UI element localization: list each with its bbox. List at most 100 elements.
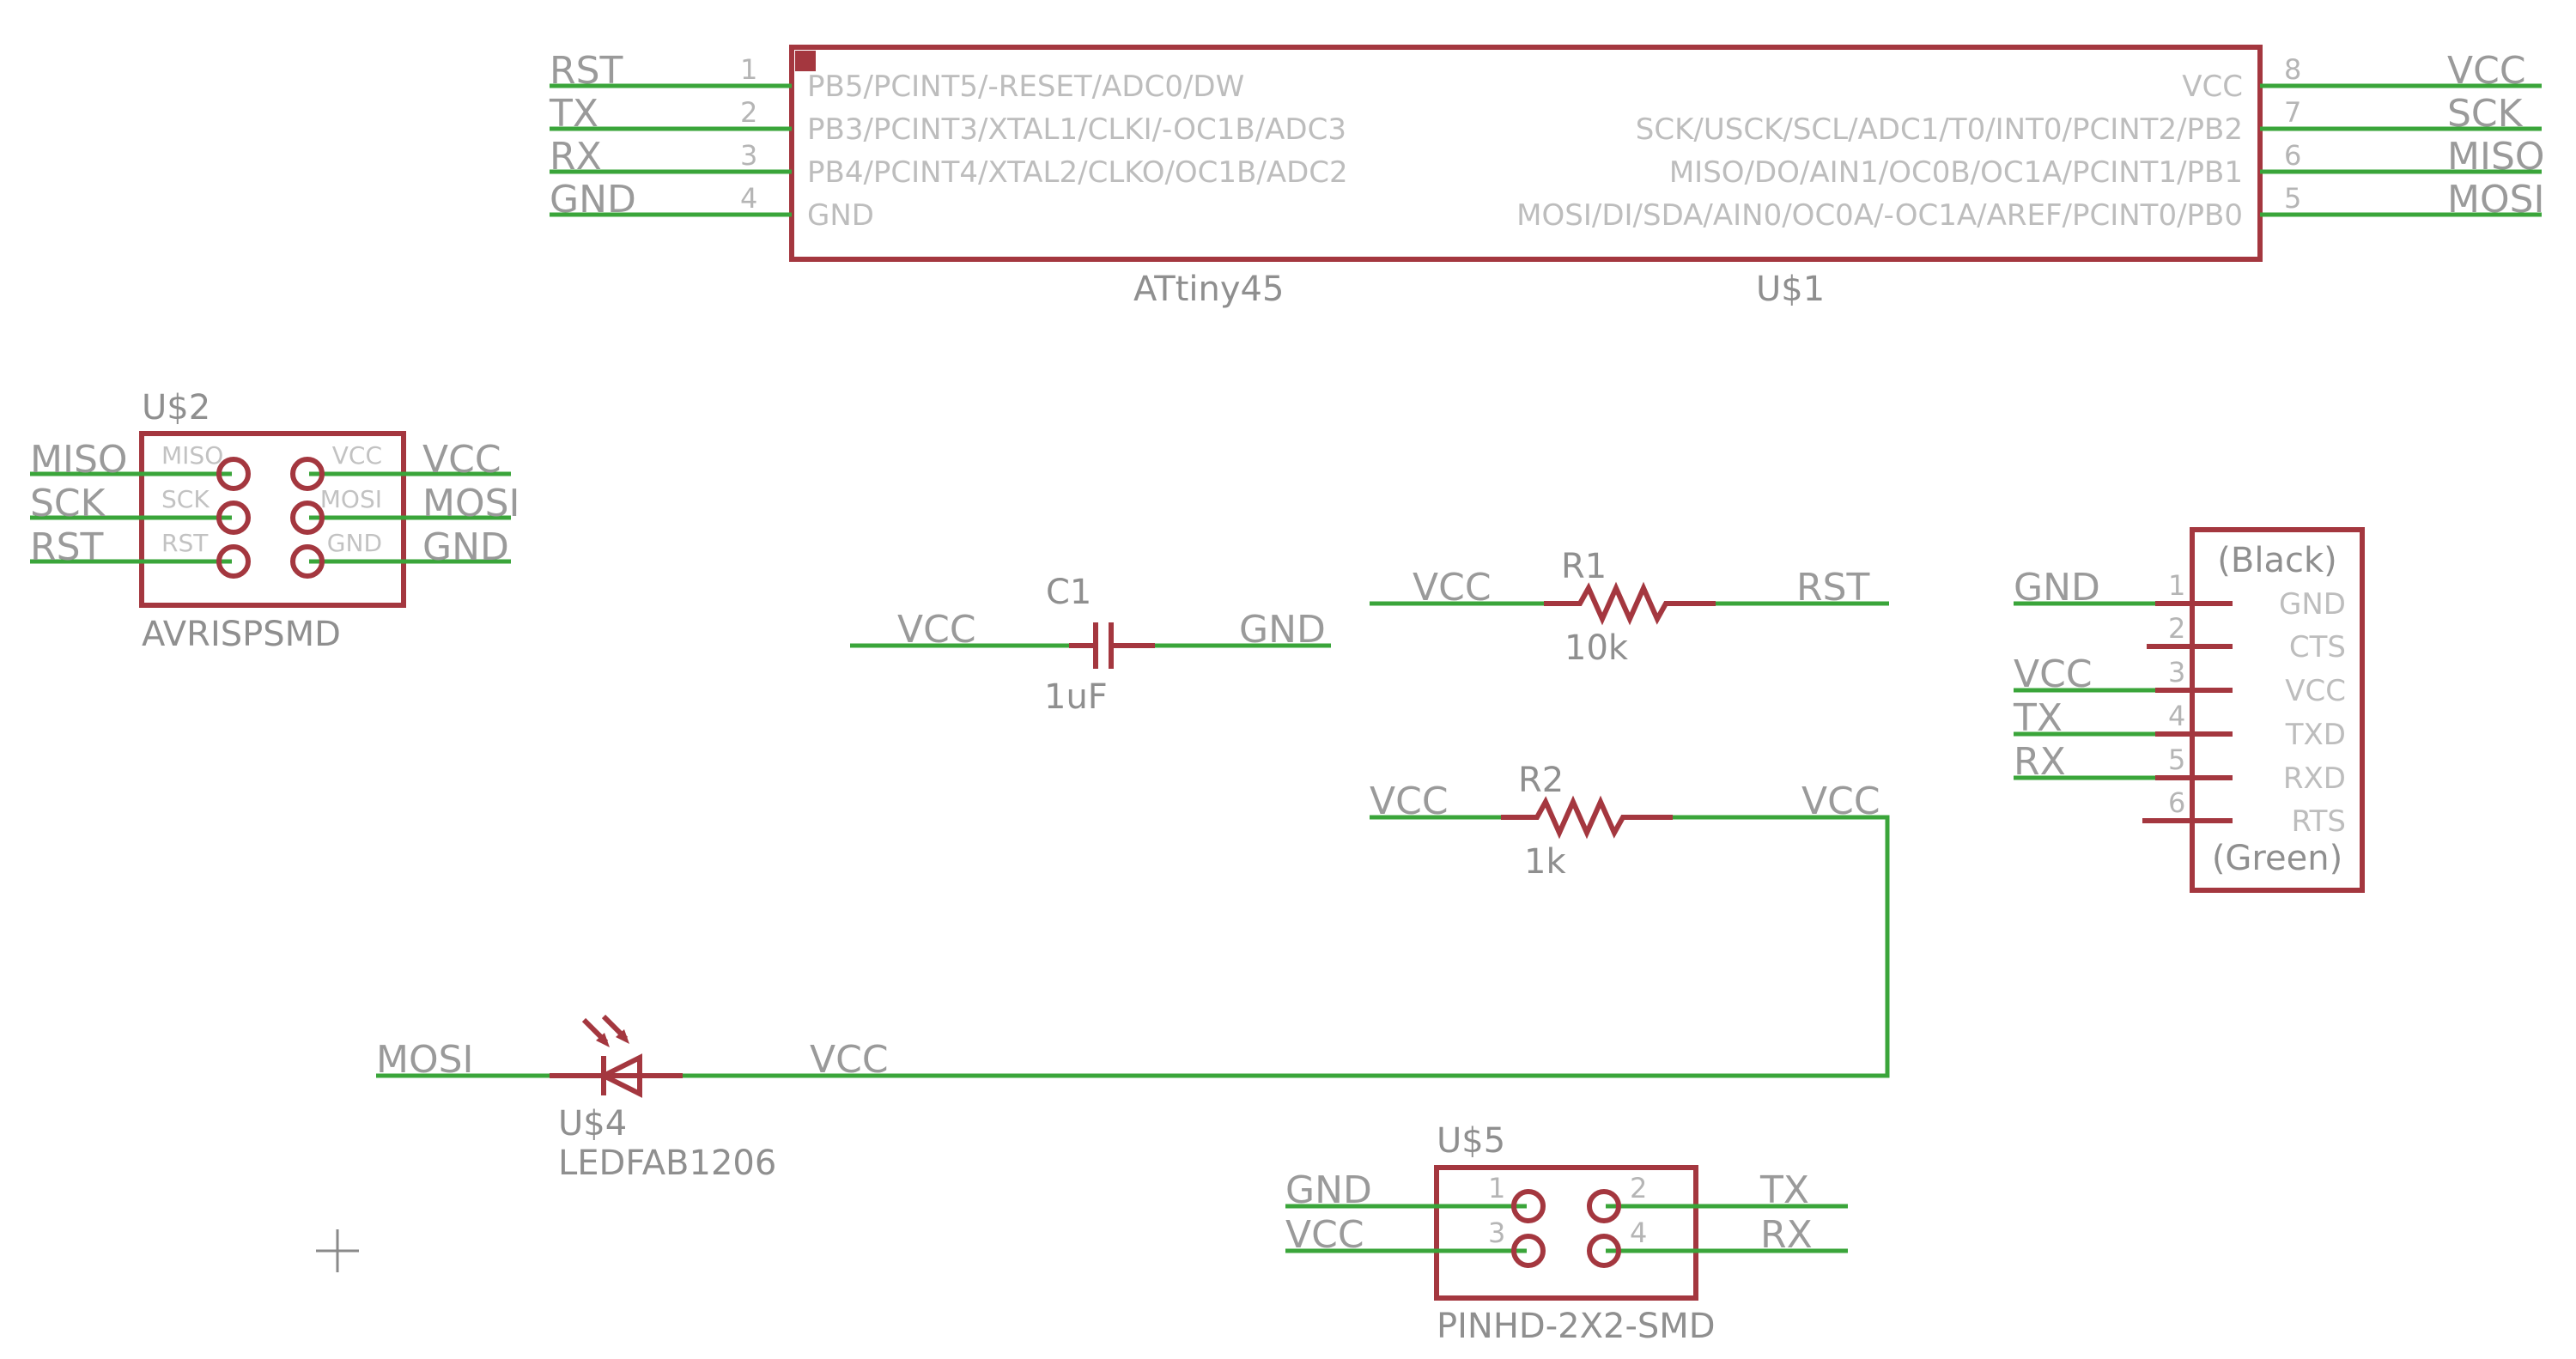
net-label: VCC bbox=[1413, 566, 1492, 610]
pin-number: 5 bbox=[2284, 182, 2301, 215]
pad bbox=[216, 501, 251, 535]
part-ref: R2 bbox=[1518, 761, 1564, 800]
pin-label: PB4/PCINT4/XTAL2/CLKO/OC1B/ADC2 bbox=[807, 155, 1348, 190]
r1-zigzag bbox=[1544, 581, 1716, 626]
net-label: MOSI bbox=[422, 482, 520, 525]
net-label: RX bbox=[550, 135, 602, 179]
pin-number: 4 bbox=[740, 182, 757, 215]
pin-label: TXD bbox=[2285, 718, 2346, 752]
pad bbox=[1587, 1234, 1621, 1268]
pin-label: RST bbox=[161, 529, 209, 557]
net-label: VCC bbox=[2447, 49, 2526, 93]
led-arrow-head bbox=[596, 1033, 610, 1047]
part-name: PINHD-2X2-SMD bbox=[1437, 1307, 1716, 1346]
net-label: MISO bbox=[2447, 135, 2545, 179]
net-label: VCC bbox=[1801, 780, 1880, 823]
pin-number: 1 bbox=[1488, 1172, 1505, 1204]
pin1-marker bbox=[795, 51, 816, 71]
u5-body bbox=[1434, 1165, 1698, 1301]
pin-label: MOSI/DI/SDA/AIN0/OC0A/-OC1A/AREF/PCINT0/… bbox=[1516, 198, 2243, 233]
attiny45-part[interactable]: RST TX RX GND 1 2 3 4 PB5/PCINT5/-RESET/… bbox=[549, 45, 2545, 309]
pad bbox=[290, 501, 325, 535]
net-label: MISO bbox=[30, 438, 128, 482]
net-label: RX bbox=[1760, 1213, 1813, 1257]
net-label: VCC bbox=[810, 1038, 889, 1082]
pin-label: PB5/PCINT5/-RESET/ADC0/DW bbox=[807, 70, 1244, 104]
pin-label: PB3/PCINT3/XTAL1/CLKI/-OC1B/ADC3 bbox=[807, 112, 1346, 147]
net-label: GND bbox=[1285, 1168, 1372, 1212]
part-ref: R1 bbox=[1561, 547, 1607, 586]
net-label: VCC bbox=[1285, 1213, 1364, 1257]
attiny45-body bbox=[789, 45, 2263, 262]
pin-number: 6 bbox=[2284, 139, 2301, 172]
pin-label: SCK bbox=[161, 485, 210, 513]
led-arrow-head bbox=[616, 1029, 629, 1044]
origin-crosshair-icon bbox=[316, 1229, 359, 1272]
pin-number: 3 bbox=[1488, 1216, 1505, 1249]
ftdi-top-label: (Black) bbox=[2217, 541, 2336, 580]
pin-label: GND bbox=[2279, 587, 2346, 622]
pin-number: 1 bbox=[2168, 569, 2185, 602]
part-ref: U$5 bbox=[1437, 1121, 1505, 1161]
resistor-r2[interactable]: VCC VCC R2 1k bbox=[683, 761, 1890, 1078]
net-label: MOSI bbox=[2447, 178, 2545, 221]
led-triangle bbox=[598, 1053, 642, 1098]
part-ref: C1 bbox=[1046, 573, 1091, 612]
pin-number: 6 bbox=[2168, 786, 2185, 819]
pin-number: 2 bbox=[1630, 1172, 1647, 1204]
capacitor-c1[interactable]: VCC GND C1 1uF bbox=[850, 573, 1331, 717]
pin-number: 5 bbox=[2168, 743, 2185, 776]
pad bbox=[1587, 1189, 1621, 1223]
pad bbox=[216, 544, 251, 579]
ftdi-body bbox=[2190, 527, 2365, 893]
part-name: AVRISPSMD bbox=[142, 615, 341, 654]
net-label: SCK bbox=[30, 482, 106, 525]
pad bbox=[216, 457, 251, 491]
part-value: 1k bbox=[1524, 842, 1566, 882]
net-label: GND bbox=[550, 178, 636, 221]
net-label: RST bbox=[550, 49, 623, 93]
pin-label: VCC bbox=[2182, 70, 2243, 104]
net-label: RX bbox=[2014, 740, 2066, 784]
net-label: VCC bbox=[422, 438, 501, 482]
pin-label: SCK/USCK/SCL/ADC1/T0/INT0/PCINT2/PB2 bbox=[1636, 112, 2243, 147]
pin-number: 3 bbox=[740, 139, 757, 172]
r2-vcc-route[interactable] bbox=[683, 815, 1890, 1078]
pin-number: 1 bbox=[740, 53, 757, 86]
pin-label: GND bbox=[327, 529, 382, 557]
part-ref: U$2 bbox=[142, 388, 210, 428]
net-label: GND bbox=[2014, 566, 2100, 610]
resistor-r1[interactable]: VCC RST R1 10k bbox=[1370, 547, 1889, 668]
net-label: VCC bbox=[897, 608, 976, 652]
net-label: TX bbox=[1759, 1168, 1809, 1212]
r2-zigzag bbox=[1501, 795, 1673, 840]
pad bbox=[290, 544, 325, 579]
pin-label: RXD bbox=[2283, 761, 2346, 796]
pin-number: 4 bbox=[1630, 1216, 1647, 1249]
net-label: MOSI bbox=[376, 1038, 474, 1082]
part-ref: U$4 bbox=[558, 1104, 627, 1144]
ftdi-bottom-label: (Green) bbox=[2212, 839, 2342, 878]
net-label: RST bbox=[1796, 566, 1870, 610]
net-label: TX bbox=[549, 92, 598, 136]
pin-number: 8 bbox=[2284, 53, 2301, 86]
pin-number: 7 bbox=[2284, 96, 2301, 129]
net-label: VCC bbox=[2014, 652, 2093, 696]
pin-label: MOSI bbox=[320, 485, 382, 513]
ftdi-connector[interactable]: (Black) (Green) GND VCC TX RX 1 2 3 4 5 … bbox=[2013, 527, 2365, 893]
pad bbox=[290, 457, 325, 491]
net-label: RST bbox=[30, 525, 104, 569]
pin-label: GND bbox=[807, 198, 874, 233]
avrisp-header[interactable]: U$2 MISO SCK RST VCC MOSI GND MISO SCK R… bbox=[30, 388, 520, 654]
pin-label: VCC bbox=[2285, 674, 2346, 708]
pin-label: MISO bbox=[161, 441, 223, 470]
pad bbox=[1511, 1189, 1546, 1223]
part-value: 1uF bbox=[1044, 677, 1108, 717]
pin-number: 2 bbox=[740, 96, 757, 129]
net-label: TX bbox=[2013, 696, 2063, 740]
pin-header-u5[interactable]: U$5 1 2 3 4 GND VCC TX RX PINHD-2X2-SMD bbox=[1285, 1121, 1848, 1346]
net-label: GND bbox=[422, 525, 509, 569]
led-u4[interactable]: MOSI VCC U$4 LEDFAB1206 bbox=[376, 1014, 889, 1183]
pin-number: 4 bbox=[2168, 700, 2185, 732]
pin-label: RTS bbox=[2291, 804, 2346, 839]
